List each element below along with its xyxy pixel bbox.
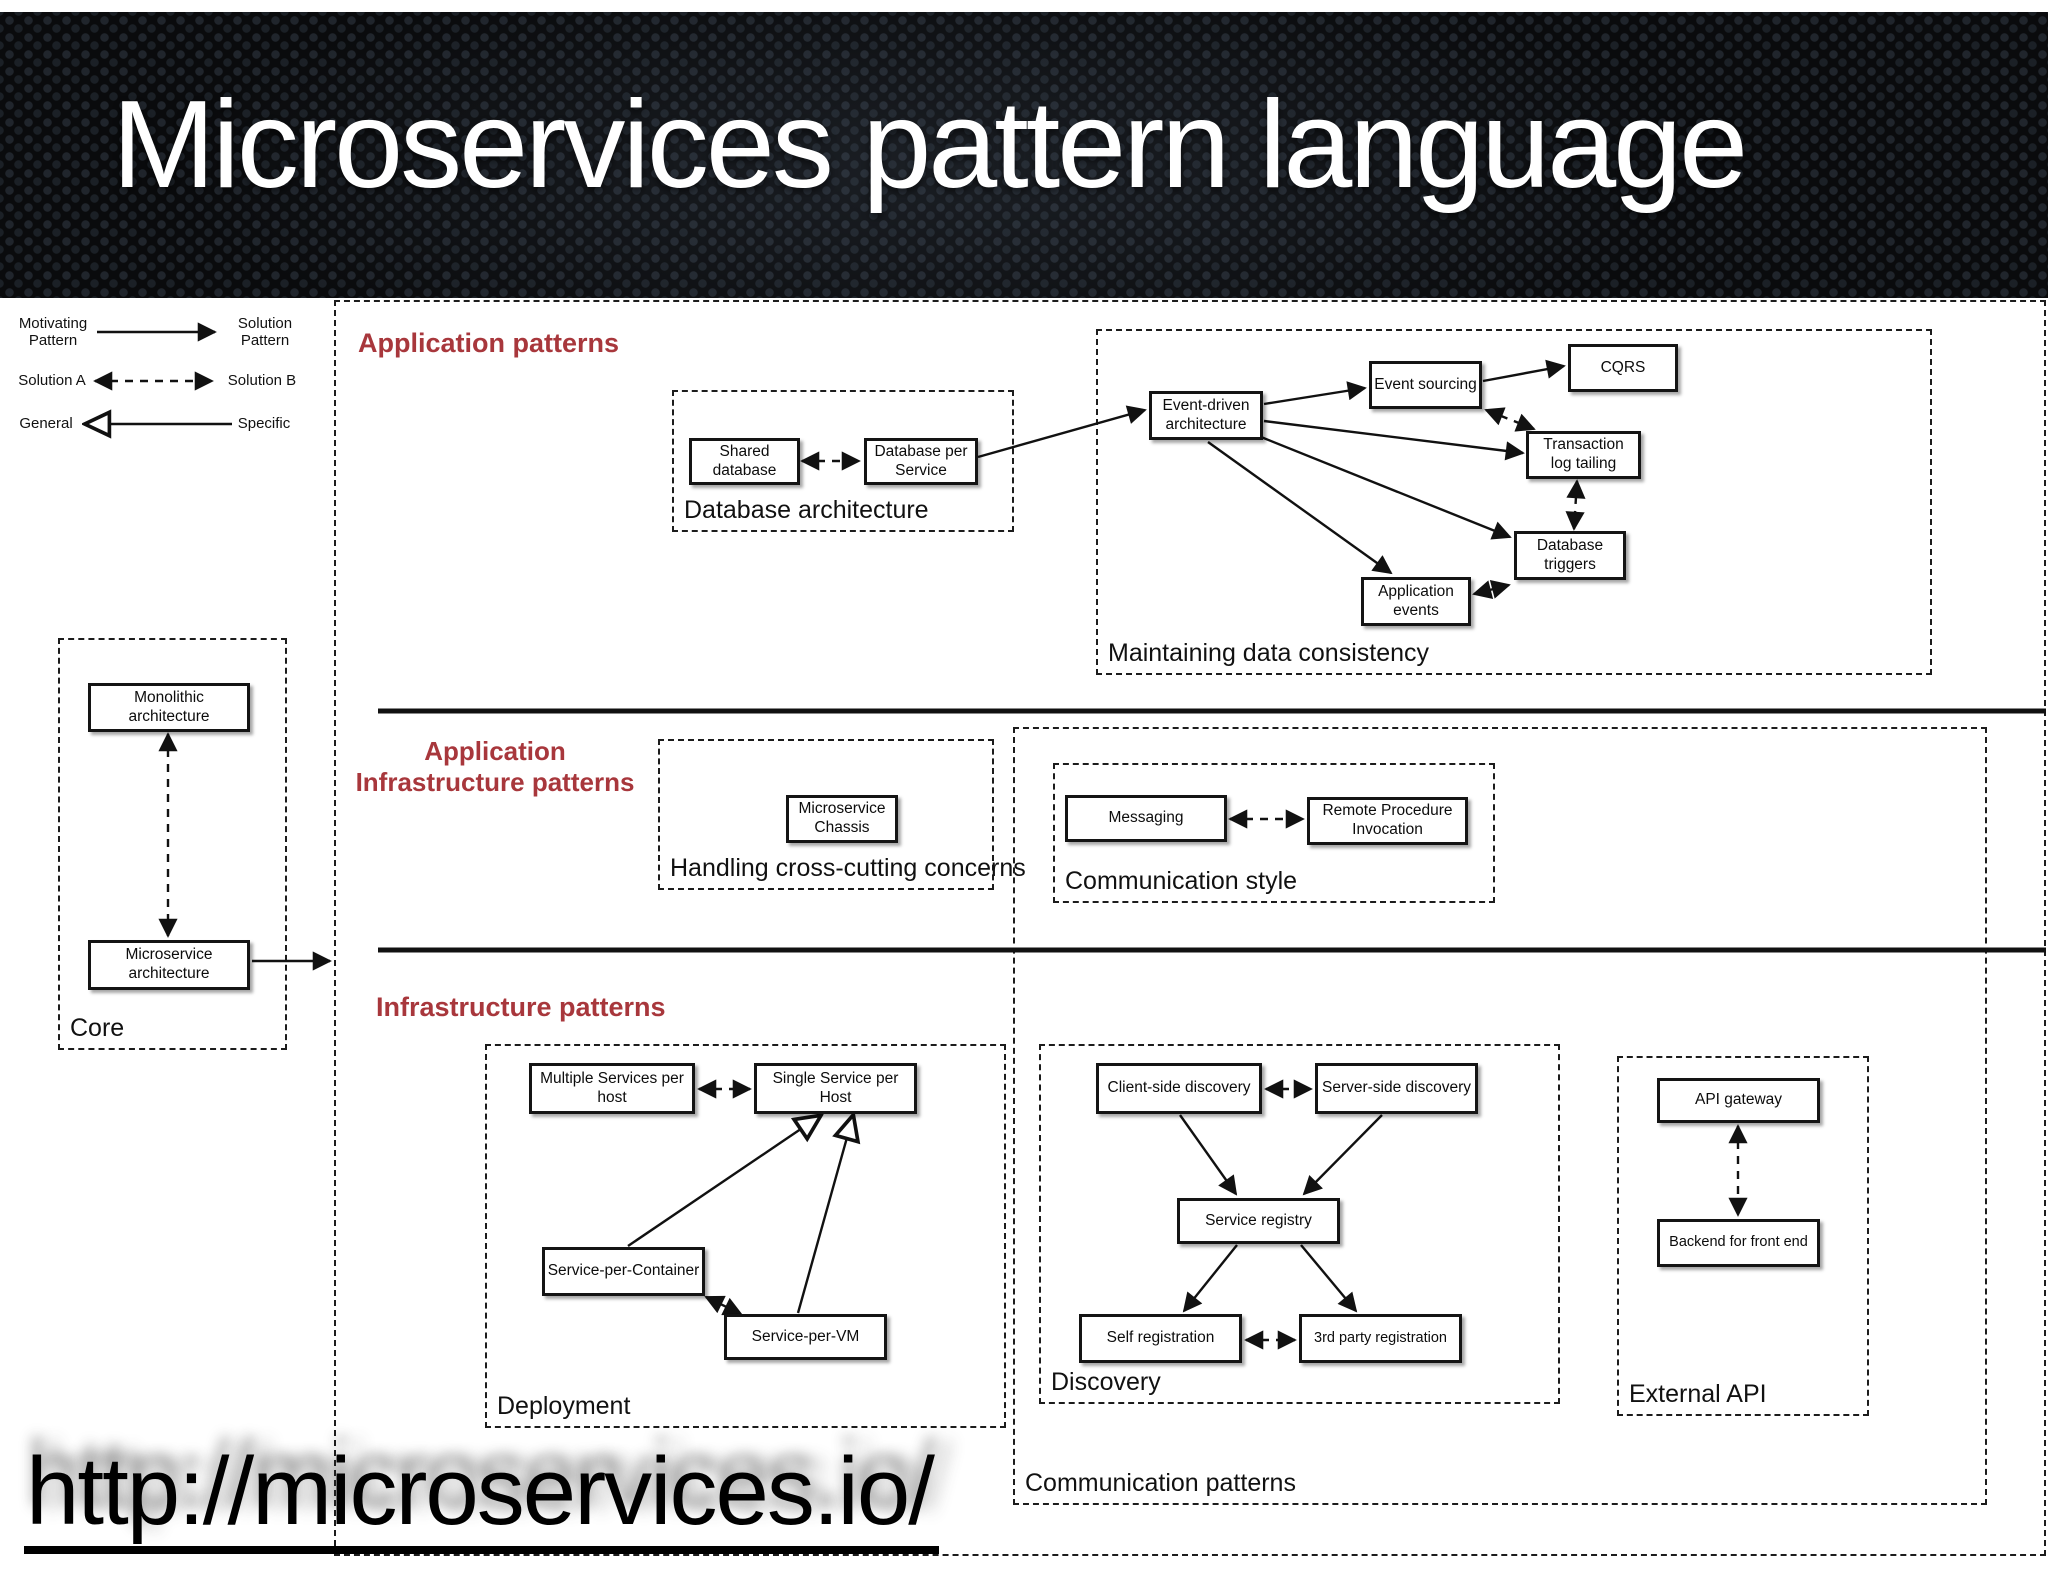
legend-specific: Specific bbox=[237, 415, 291, 432]
arrow-client-discovery-registry bbox=[1179, 1114, 1238, 1196]
arrow-event-sourcing-log-tailing bbox=[1484, 407, 1536, 432]
group-external-api-label: External API bbox=[1629, 1380, 1767, 1408]
arrow-registry-self-registration bbox=[1182, 1244, 1238, 1313]
node-shared-database: Shared database bbox=[689, 438, 800, 485]
group-pattern-language bbox=[334, 300, 2046, 1556]
node-api-gateway: API gateway bbox=[1657, 1078, 1820, 1123]
group-external-api: External API bbox=[1617, 1056, 1869, 1416]
group-communication-style-label: Communication style bbox=[1065, 867, 1298, 895]
group-database-architecture: Database architecture bbox=[672, 390, 1014, 532]
arrow-vm-to-single-host bbox=[796, 1116, 853, 1314]
group-discovery: Discovery bbox=[1039, 1044, 1560, 1404]
group-core: Core bbox=[58, 638, 287, 1050]
heading-application-infrastructure-patterns: Application Infrastructure patterns bbox=[340, 736, 650, 798]
node-multiple-services-per-host: Multiple Services per host bbox=[529, 1063, 695, 1114]
legend-motivating-pattern: Motivating Pattern bbox=[18, 315, 88, 349]
node-event-driven-architecture: Event-driven architecture bbox=[1149, 391, 1263, 440]
microservices-io-link[interactable]: http://microservices.io/ bbox=[24, 1444, 939, 1554]
heading-app-infra-line2: Infrastructure patterns bbox=[355, 767, 635, 797]
node-event-sourcing: Event sourcing bbox=[1369, 361, 1482, 409]
legend-solution-b: Solution B bbox=[227, 372, 297, 389]
group-communication-patterns-label: Communication patterns bbox=[1025, 1469, 1296, 1497]
heading-app-infra-line1: Application bbox=[424, 736, 566, 766]
legend-general: General bbox=[19, 415, 73, 432]
node-database-per-service: Database per Service bbox=[864, 438, 978, 485]
group-core-label: Core bbox=[70, 1014, 125, 1042]
node-monolithic-architecture: Monolithic architecture bbox=[88, 683, 250, 732]
group-database-architecture-label: Database architecture bbox=[684, 496, 929, 524]
title-banner: Microservices pattern language bbox=[0, 12, 2048, 298]
group-handling-cross-cutting-concerns-label: Handling cross-cutting concerns bbox=[670, 854, 1026, 882]
arrow-eda-to-app-events bbox=[1207, 441, 1393, 575]
arrow-eda-to-db-triggers bbox=[1260, 435, 1512, 540]
group-deployment: Deployment bbox=[485, 1044, 1006, 1428]
node-service-per-vm: Service-per-VM bbox=[724, 1314, 887, 1360]
group-communication-style: Communication style bbox=[1053, 763, 1495, 903]
node-cqrs: CQRS bbox=[1568, 344, 1678, 392]
node-transaction-log-tailing: Transaction log tailing bbox=[1526, 431, 1641, 479]
node-messaging: Messaging bbox=[1065, 795, 1227, 842]
page-title: Microservices pattern language bbox=[112, 76, 1748, 214]
arrow-db-triggers-app-events bbox=[1472, 580, 1511, 599]
node-service-per-container: Service-per-Container bbox=[542, 1247, 705, 1296]
group-maintaining-data-consistency: Maintaining data consistency bbox=[1096, 329, 1932, 675]
heading-infrastructure-patterns: Infrastructure patterns bbox=[376, 992, 666, 1022]
arrow-server-discovery-registry bbox=[1302, 1114, 1383, 1196]
node-server-side-discovery: Server-side discovery bbox=[1315, 1063, 1478, 1114]
arrow-container-vm bbox=[704, 1295, 743, 1316]
group-handling-cross-cutting-concerns: Handling cross-cutting concerns bbox=[658, 739, 1026, 890]
node-microservice-chassis: Microservice Chassis bbox=[786, 795, 898, 843]
arrow-container-to-single-host bbox=[627, 1116, 820, 1247]
arrow-event-sourcing-to-cqrs bbox=[1482, 359, 1566, 383]
legend-solution-a: Solution A bbox=[18, 372, 86, 389]
group-maintaining-data-consistency-label: Maintaining data consistency bbox=[1108, 639, 1430, 667]
arrow-eda-to-log-tailing bbox=[1263, 419, 1525, 461]
heading-application-patterns: Application patterns bbox=[358, 328, 620, 358]
node-client-side-discovery: Client-side discovery bbox=[1096, 1063, 1262, 1114]
node-database-triggers: Database triggers bbox=[1514, 531, 1626, 580]
group-discovery-label: Discovery bbox=[1051, 1368, 1161, 1396]
arrow-registry-3rd-party bbox=[1300, 1244, 1358, 1313]
node-microservice-architecture: Microservice architecture bbox=[88, 940, 250, 990]
node-remote-procedure-invocation: Remote Procedure Invocation bbox=[1307, 797, 1468, 845]
node-service-registry: Service registry bbox=[1177, 1198, 1340, 1244]
group-deployment-label: Deployment bbox=[497, 1392, 631, 1420]
node-backend-for-front-end: Backend for front end bbox=[1657, 1219, 1820, 1267]
group-communication-patterns: Communication patterns bbox=[1013, 727, 1987, 1505]
legend-solution-pattern: Solution Pattern bbox=[237, 315, 293, 349]
node-self-registration: Self registration bbox=[1079, 1314, 1242, 1363]
arrow-eda-to-event-sourcing bbox=[1263, 381, 1367, 406]
arrow-log-tailing-db-triggers bbox=[1565, 479, 1586, 531]
node-application-events: Application events bbox=[1361, 577, 1471, 626]
arrow-dbps-to-eda bbox=[977, 405, 1147, 459]
node-single-service-per-host: Single Service per Host bbox=[754, 1063, 917, 1114]
node-3rd-party-registration: 3rd party registration bbox=[1299, 1314, 1462, 1363]
